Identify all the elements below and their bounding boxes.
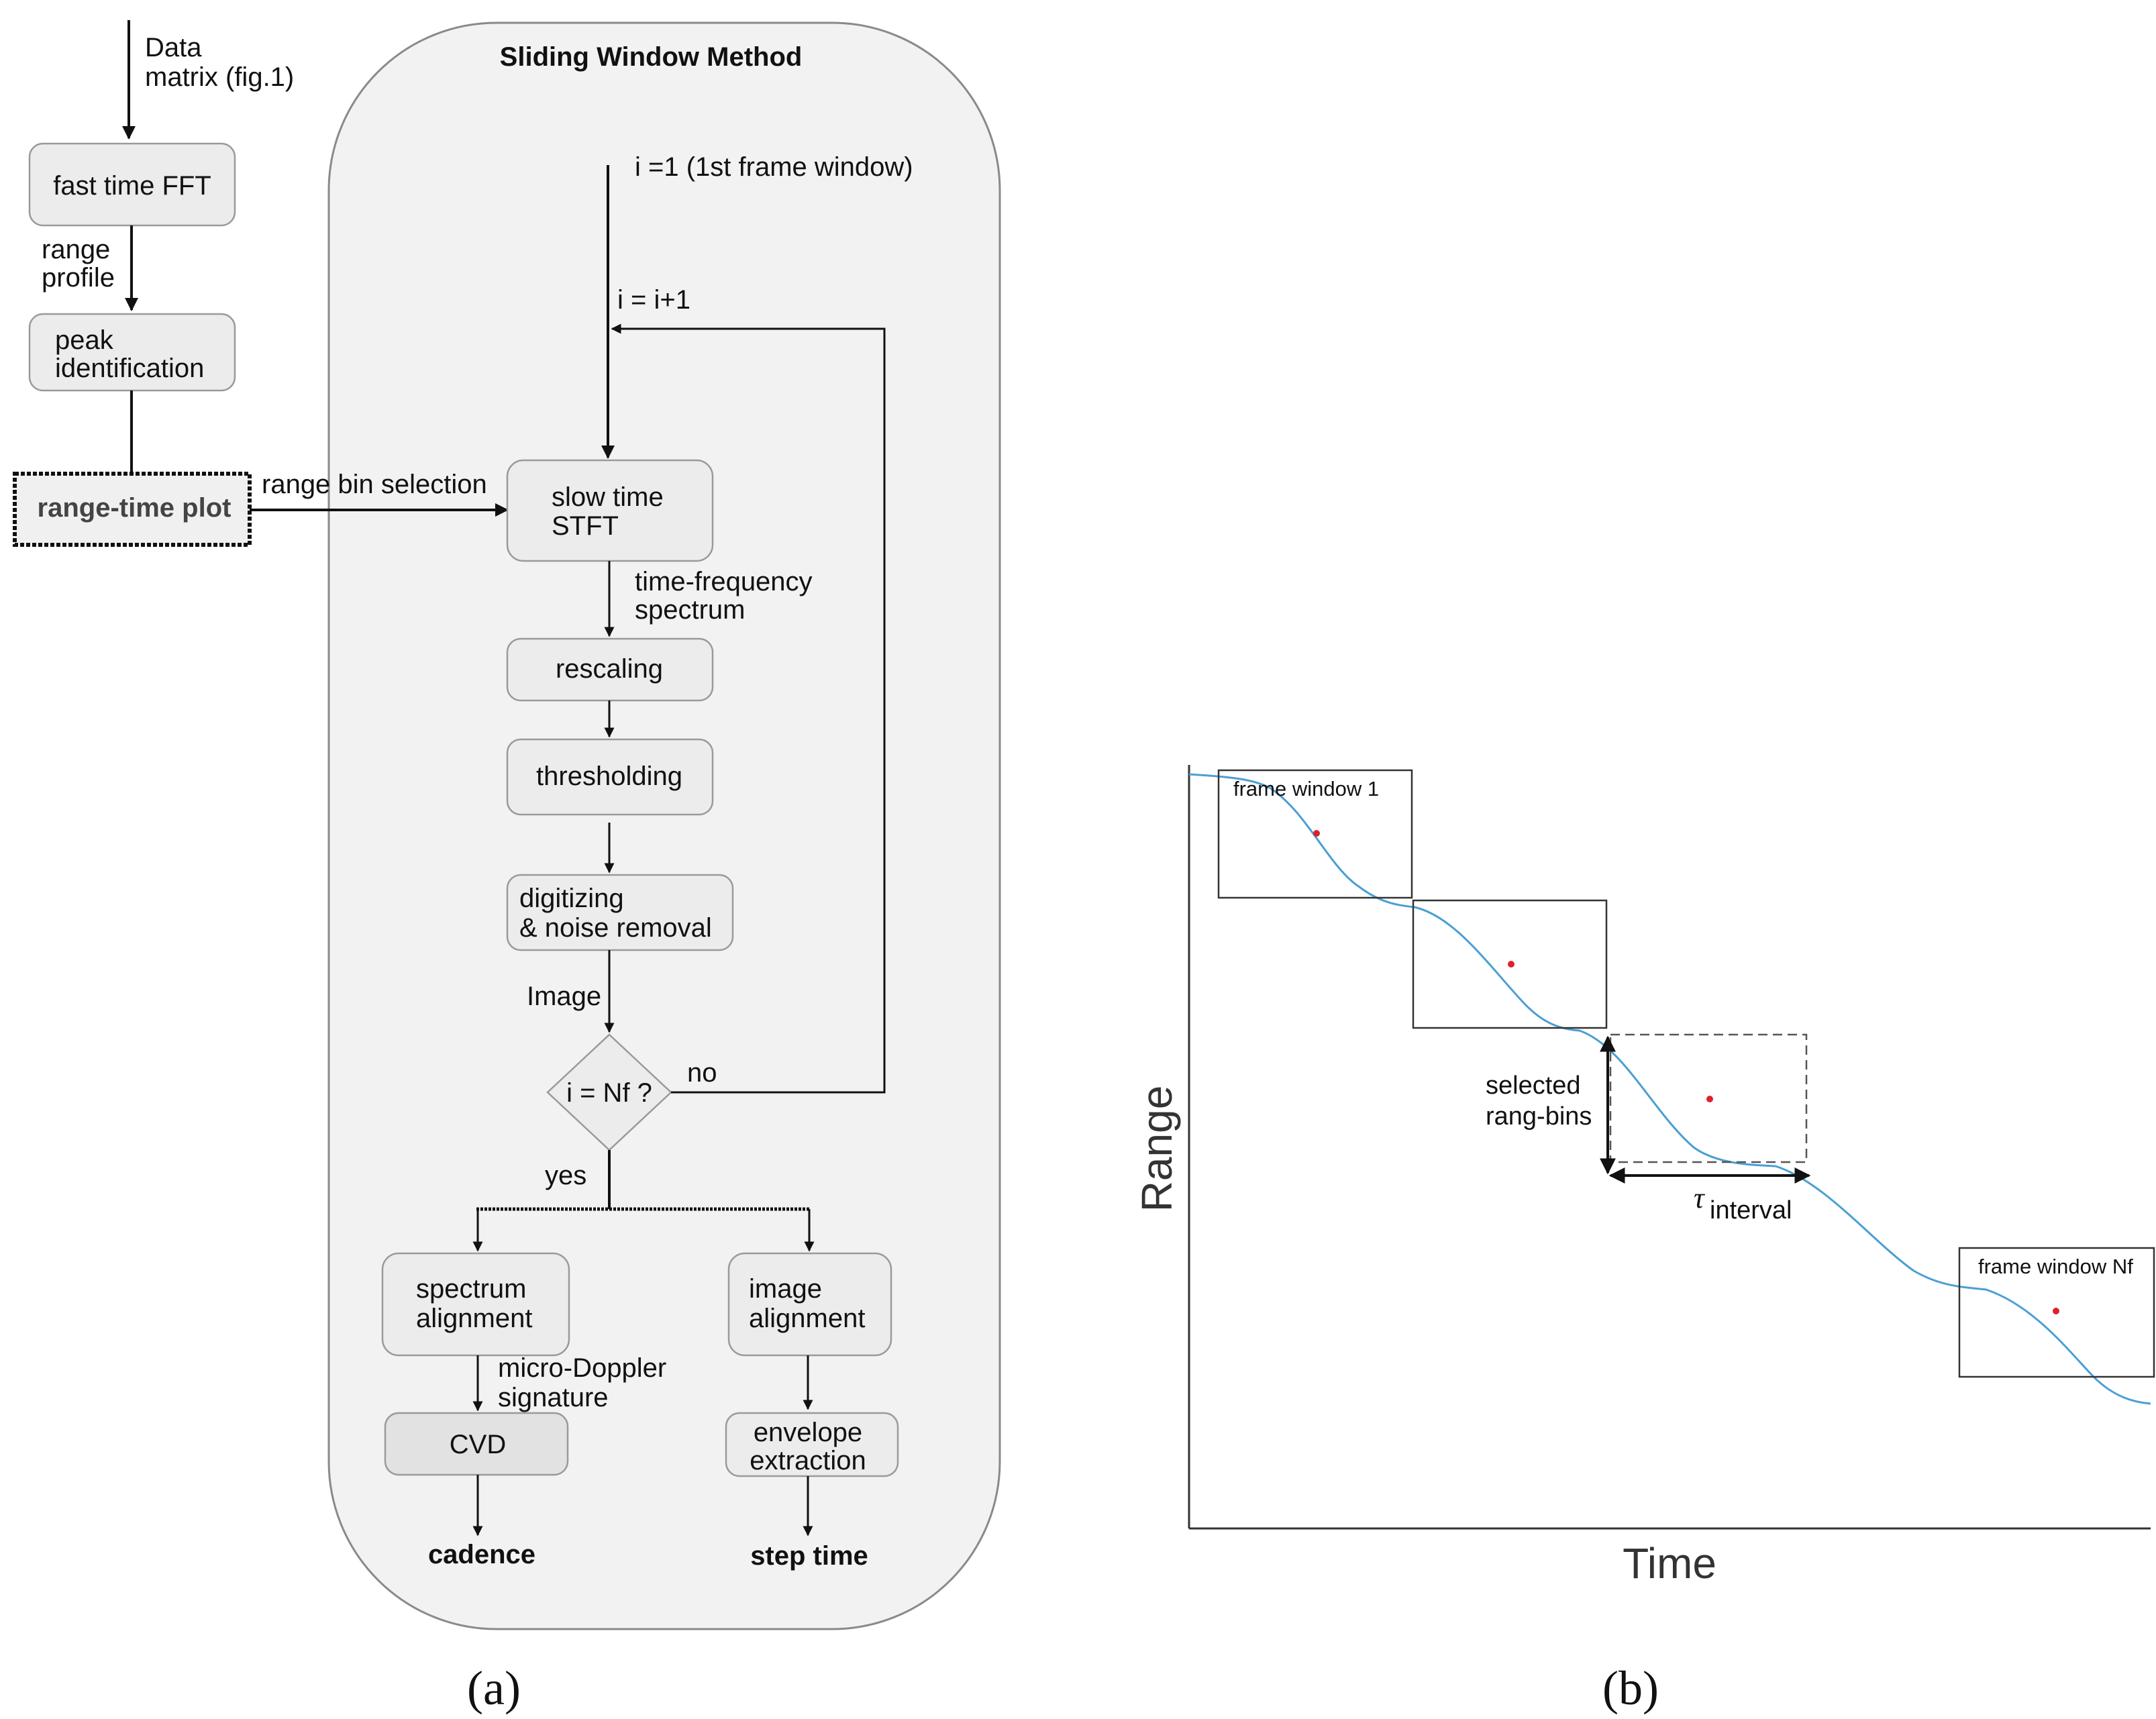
frame-center-point-2	[1508, 961, 1515, 968]
md-signature-label-1: micro-Doppler	[498, 1353, 666, 1383]
image-alignment-label-1: image	[749, 1274, 822, 1304]
sliding-window-title: Sliding Window Method	[500, 42, 803, 72]
spectrum-alignment-box	[381, 1252, 570, 1357]
rescaling-label: rescaling	[556, 654, 663, 684]
envelope-extraction-label-2: extraction	[750, 1446, 866, 1475]
frame-window-nf	[1958, 1247, 2155, 1378]
tau-symbol: τ	[1694, 1182, 1706, 1214]
selected-label-2: rang-bins	[1486, 1102, 1592, 1131]
frame-center-point-1	[1313, 830, 1320, 837]
range-curve	[1188, 773, 2151, 1405]
cvd-label: CVD	[450, 1430, 506, 1459]
spectrum-alignment-label-1: spectrum	[416, 1274, 527, 1304]
envelope-extraction-label-1: envelope	[754, 1418, 862, 1447]
x-axis-label: Time	[1623, 1539, 1716, 1587]
stft-label-1: slow time	[552, 482, 664, 512]
range-bin-selection-label: range bin selection	[262, 470, 487, 499]
range-time-panel-b: Time Range frame window 1 frame window N…	[1133, 765, 2155, 1715]
envelope-extraction-box	[725, 1412, 899, 1477]
frame-center-point-3	[1706, 1096, 1713, 1102]
md-signature-label-2: signature	[498, 1383, 609, 1412]
spectrum-alignment-label-2: alignment	[416, 1304, 532, 1333]
range-time-plot-box	[13, 472, 252, 547]
no-loop-arrow	[611, 323, 886, 1094]
frame-window-1	[1217, 769, 1413, 899]
fast-time-fft-label: fast time FFT	[53, 171, 211, 201]
tf-spectrum-label-2: spectrum	[635, 595, 746, 625]
peak-identification-label-2: identification	[55, 354, 204, 383]
step-time-label: step time	[750, 1541, 868, 1571]
caption-a: (a)	[467, 1661, 521, 1715]
stft-label-2: STFT	[552, 511, 619, 541]
thresholding-label: thresholding	[536, 762, 682, 791]
yes-label: yes	[545, 1161, 586, 1190]
thresholding-box	[506, 738, 714, 816]
no-label: no	[687, 1058, 717, 1088]
caption-b: (b)	[1602, 1661, 1659, 1715]
range-profile-label-1: range	[42, 235, 110, 264]
i-incr-label: i = i+1	[617, 285, 690, 315]
data-matrix-label-1: Data	[145, 33, 202, 62]
image-label: Image	[527, 982, 601, 1011]
sliding-window-container	[327, 21, 1001, 1630]
frame-center-point-nf	[2053, 1308, 2059, 1314]
cadence-label: cadence	[428, 1540, 535, 1569]
i-init-label: i =1 (1st frame window)	[635, 152, 913, 182]
cvd-box	[384, 1412, 569, 1476]
digitizing-label-1: digitizing	[519, 884, 624, 913]
frame-window-2	[1412, 899, 1608, 1029]
digitizing-label-2: & noise removal	[519, 913, 712, 943]
tf-spectrum-label-1: time-frequency	[635, 567, 813, 596]
range-time-plot-label: range-time plot	[38, 493, 232, 523]
digitizing-box	[506, 874, 734, 951]
y-axis-label: Range	[1133, 1086, 1181, 1212]
image-alignment-label-2: alignment	[749, 1304, 865, 1333]
frame-window-1-label: frame window 1	[1233, 777, 1379, 800]
image-alignment-box	[727, 1252, 892, 1357]
tau-subscript: interval	[1710, 1196, 1792, 1225]
selected-label-1: selected	[1486, 1072, 1581, 1100]
decision-label: i = Nf ?	[566, 1078, 652, 1108]
peak-identification-label-1: peak	[55, 325, 114, 355]
range-profile-label-2: profile	[42, 263, 115, 293]
frame-window-nf-label: frame window Nf	[1978, 1255, 2133, 1278]
flowchart-panel-a: Sliding Window Method Data matrix (fig.1…	[13, 20, 1001, 1715]
data-matrix-label-2: matrix (fig.1)	[145, 62, 294, 92]
